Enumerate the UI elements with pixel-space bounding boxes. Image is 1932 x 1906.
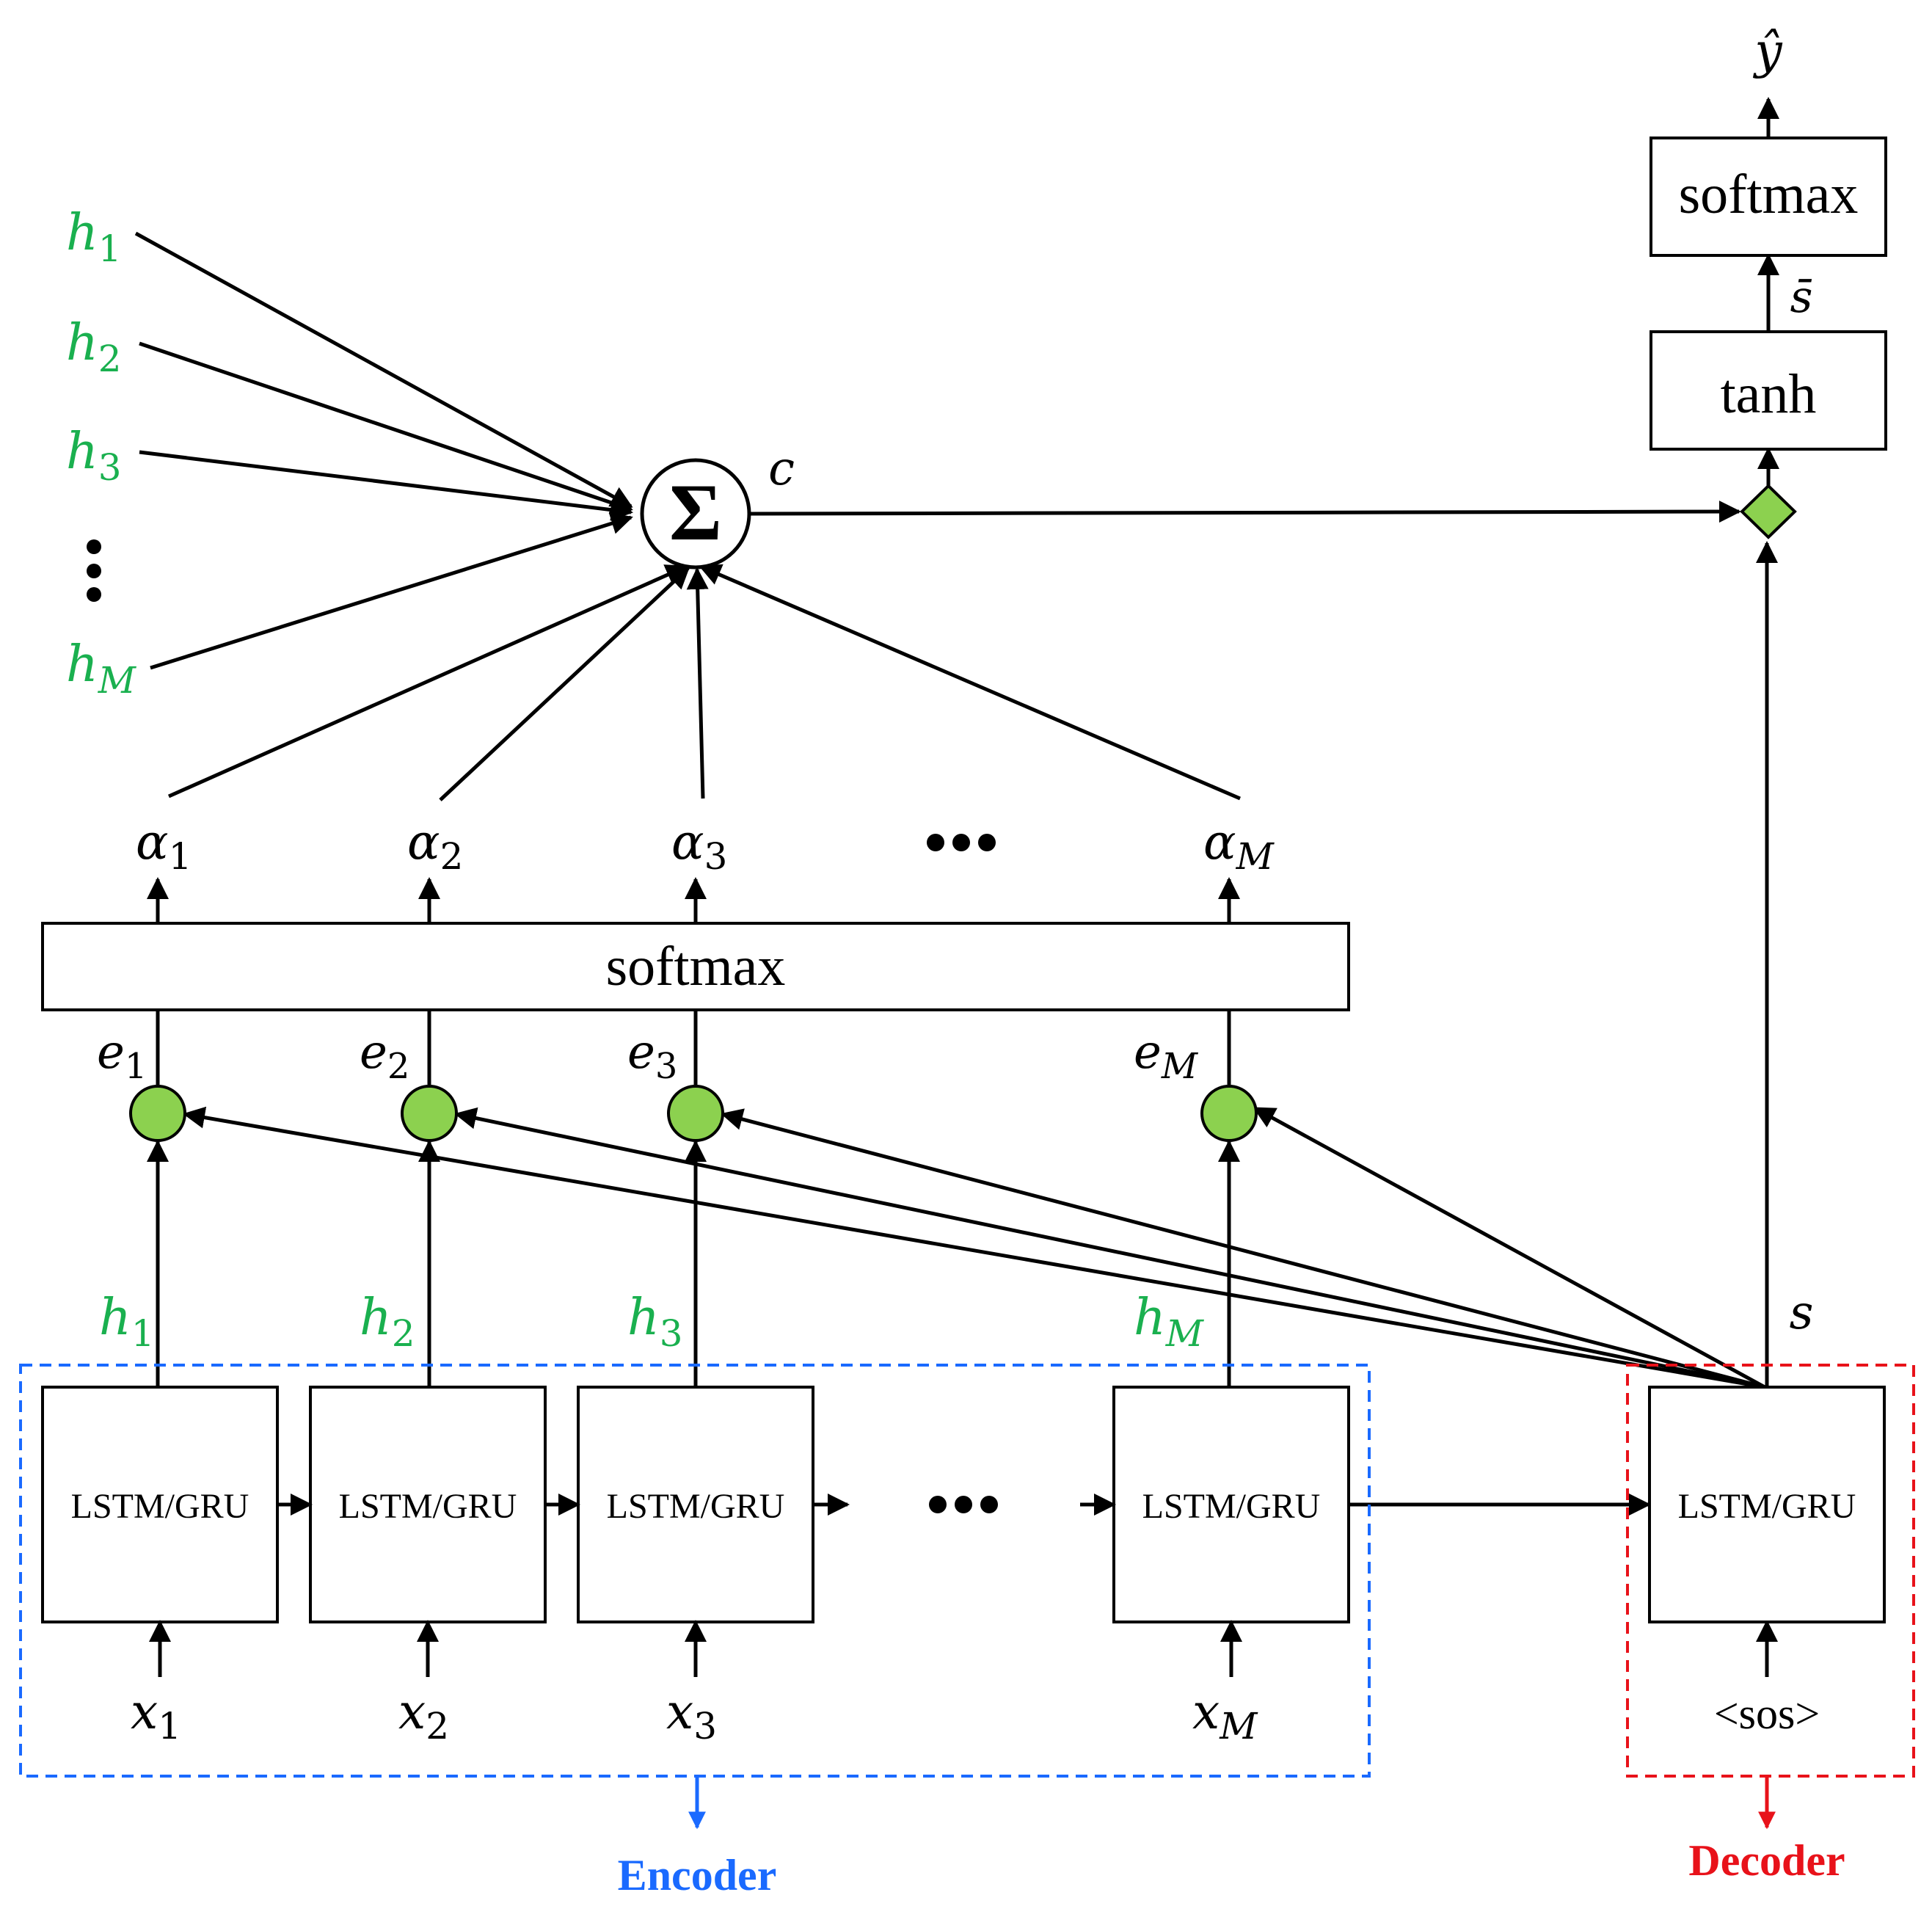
h2-to-sum-line: [139, 341, 633, 514]
y-hat-label: ŷ: [1752, 23, 1782, 79]
decoder-label: Decoder: [1688, 1836, 1845, 1885]
energy-label-1: e1: [97, 1025, 147, 1087]
encoder-cell-2-label: LSTM/GRU: [339, 1487, 517, 1526]
alpha-label-2: α2: [407, 814, 463, 878]
input-label-M: xM: [1192, 1684, 1258, 1747]
encoder-label: Encoder: [618, 1851, 777, 1899]
encoder-h-label-1: h1: [99, 1289, 155, 1355]
decoder-cell-label: LSTM/GRU: [1678, 1487, 1856, 1526]
sum-node: Σ: [640, 458, 751, 570]
decoder-to-score-arrows: [183, 1106, 1766, 1389]
encoder-hidden-labels: h1 h2 h3 hM: [99, 1289, 1205, 1355]
energy-label-2: e2: [360, 1025, 409, 1087]
encoder-region: [19, 1364, 1371, 1778]
alpha1-to-sum-line: [167, 564, 688, 799]
alphaM-to-sum-line: [699, 564, 1241, 801]
h3-to-sum-line: [139, 450, 633, 521]
score-node-3: [667, 1085, 724, 1142]
sos-token: <sos>: [1714, 1689, 1820, 1738]
encoder-cells: LSTM/GRU LSTM/GRU LSTM/GRU LSTM/GRU: [41, 1386, 1350, 1623]
context-to-concat-arrow: [749, 501, 1741, 523]
hidden-state-labels: h1 h2 h3 hM: [66, 204, 137, 702]
attention-softmax-box: softmax: [41, 922, 1350, 1011]
input-arrows: [149, 1620, 1778, 1677]
hidden-label-2: h2: [66, 314, 122, 380]
alpha-label-3: α3: [671, 814, 727, 878]
encoder-h-label-M: hM: [1134, 1289, 1205, 1355]
hidden-label-M: hM: [66, 636, 137, 702]
tanh-box: tanh: [1650, 330, 1887, 451]
input-label-2: x2: [398, 1684, 449, 1747]
hidden-label-1: h1: [66, 204, 122, 270]
concat-diamond: [1740, 484, 1797, 539]
decoder-state-label: s: [1790, 1286, 1814, 1340]
decoder-cell: LSTM/GRU: [1648, 1386, 1886, 1623]
context-label: c: [768, 442, 795, 496]
energy-labels: e1 e2 e3 eM: [97, 1025, 1199, 1087]
score-node-1: [129, 1085, 186, 1142]
score-nodes: [129, 1085, 1258, 1142]
sum-symbol: Σ: [669, 468, 722, 557]
score-node-M: [1200, 1085, 1258, 1142]
encoder-cell-3-label: LSTM/GRU: [607, 1487, 785, 1526]
attention-softmax-label: softmax: [606, 936, 786, 997]
vertical-dots: [87, 539, 101, 602]
hidden-label-3: h3: [66, 423, 122, 489]
recurrent-ellipsis: [929, 1496, 998, 1513]
input-label-3: x3: [666, 1684, 717, 1747]
h1-to-sum-line: [134, 231, 633, 509]
tanh-label: tanh: [1721, 363, 1817, 425]
alpha-labels: α1 α2 α3 αM: [136, 814, 1275, 878]
encoder-cell-1-label: LSTM/GRU: [71, 1487, 249, 1526]
alpha3-to-sum-line: [686, 567, 709, 799]
energy-lines: [156, 1010, 1231, 1085]
encoder-h-label-3: h3: [627, 1289, 683, 1355]
s-bar-label: s̄: [1790, 272, 1813, 323]
encoder-cell-M: [1112, 1386, 1350, 1623]
score-node-2: [401, 1085, 458, 1142]
softmax-to-alpha-arrows: [147, 877, 1240, 923]
hM-to-sum-line: [150, 512, 633, 670]
encoder-cell-3: [577, 1386, 814, 1623]
alpha-label-1: α1: [136, 814, 192, 878]
energy-label-3: e3: [627, 1025, 677, 1087]
alpha-label-M: αM: [1203, 814, 1275, 878]
input-label-1: x1: [131, 1684, 181, 1747]
decoder-region: [1626, 1364, 1915, 1778]
energy-label-M: eM: [1134, 1025, 1199, 1087]
hidden-to-sum-lines: [134, 231, 633, 670]
output-softmax-box: softmax: [1650, 137, 1887, 257]
alpha2-to-sum-line: [439, 566, 690, 801]
encoder-cell-M-label: LSTM/GRU: [1142, 1487, 1321, 1526]
alpha-ellipsis: [927, 834, 996, 851]
hidden-to-score-arrows: [147, 1140, 1240, 1387]
encoder-h-label-2: h2: [360, 1289, 415, 1355]
input-labels: x1 x2 x3 xM: [131, 1684, 1258, 1747]
output-softmax-label: softmax: [1679, 164, 1859, 225]
alpha-to-sum-lines: [167, 564, 1241, 801]
